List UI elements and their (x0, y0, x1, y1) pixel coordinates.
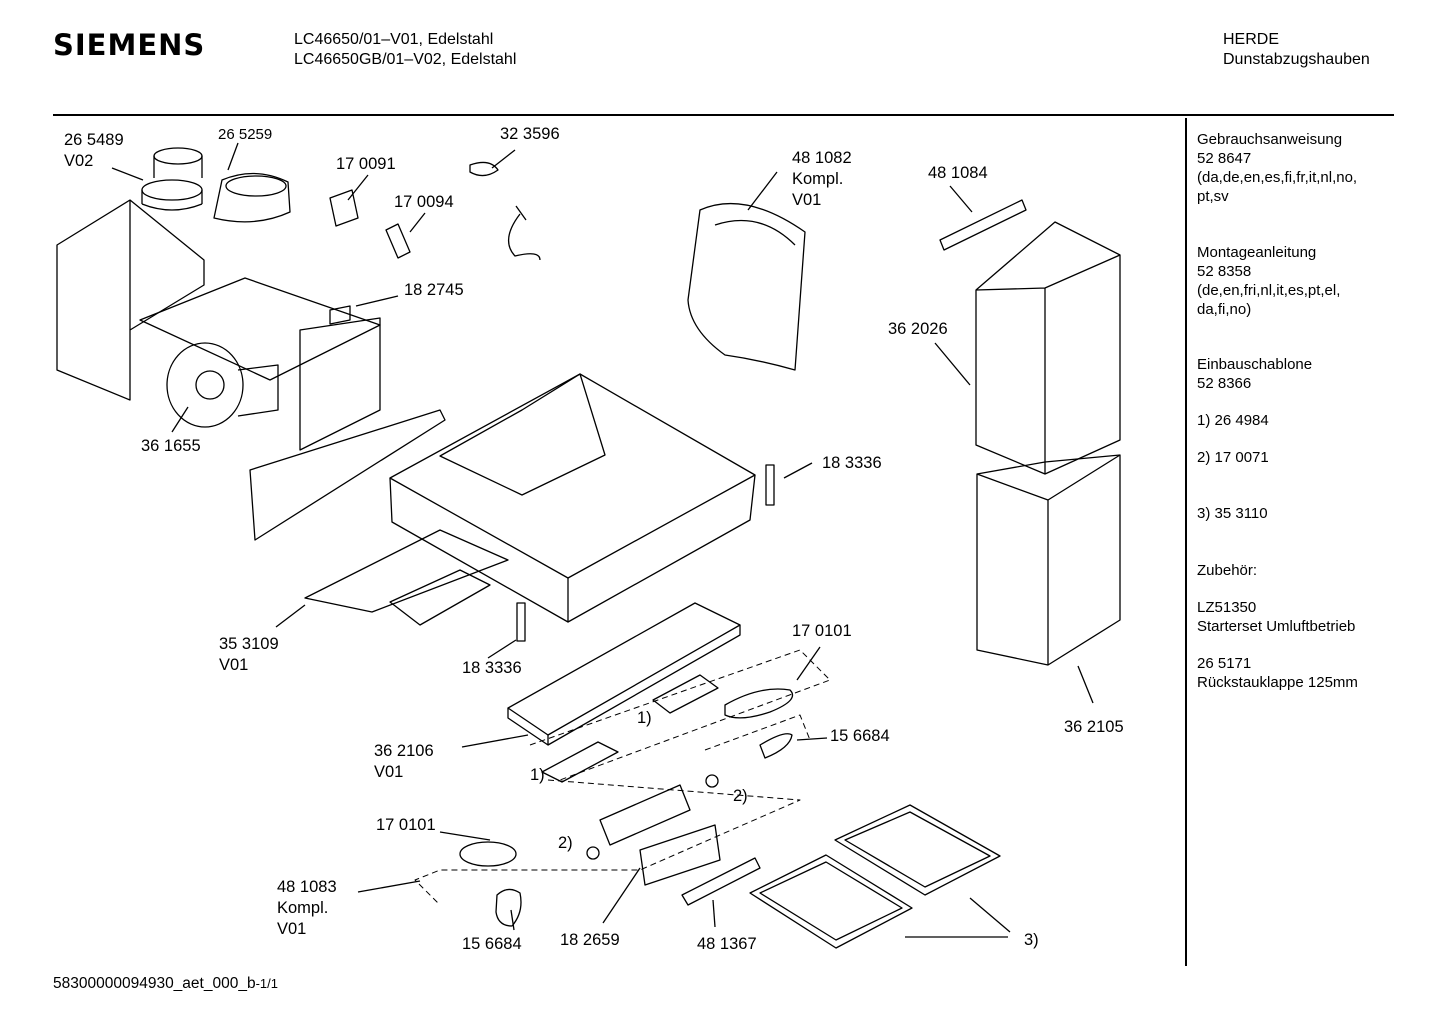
part-label: 18 2659 (560, 931, 620, 949)
category-line: HERDE (1223, 31, 1280, 48)
leader-lines (112, 143, 1093, 937)
part-label: 17 0091 (336, 155, 396, 173)
sidebar-divider (1185, 118, 1187, 966)
duct-parts (142, 148, 290, 222)
motor-housing (57, 200, 445, 540)
part-label: 2) (733, 787, 748, 805)
clip (330, 306, 350, 324)
power-cable (509, 206, 540, 260)
part-label: 32 3596 (500, 125, 560, 143)
part-label: 3) (1024, 931, 1039, 949)
filter-cartridge (386, 224, 410, 258)
part-label: 18 2745 (404, 281, 464, 299)
lamp-and-switch-parts (460, 734, 792, 926)
filter-tray (508, 603, 793, 782)
category-line: Dunstabzugshauben (1223, 51, 1370, 68)
model-line: LC46650/01–V01, Edelstahl (294, 31, 494, 48)
sidebar-entry: 1) 26 4984 (1197, 412, 1269, 429)
part-label: 36 1655 (141, 437, 201, 455)
part-label: 36 2105 (1064, 718, 1124, 736)
doc-id-text: 58300000094930_aet_000_b (53, 975, 256, 992)
sidebar-entry: 3) 35 3110 (1197, 505, 1268, 522)
cable-tie (470, 162, 498, 175)
document-id: 58300000094930_aet_000_b-1/1 (53, 975, 278, 993)
sidebar-entry: 2) 17 0071 (1197, 449, 1269, 466)
grease-filters (750, 805, 1000, 948)
part-label: 26 5259 (218, 126, 273, 143)
accessory-bag (688, 204, 805, 370)
chimney (940, 200, 1120, 665)
part-label: 15 6684 (830, 727, 890, 745)
category-block: HERDE Dunstabzugshauben (1223, 30, 1370, 70)
part-label: 17 0101 (792, 622, 852, 640)
switch-unit (330, 190, 358, 226)
part-label: 36 2026 (888, 320, 948, 338)
page-number: -1/1 (255, 976, 278, 991)
part-label: 2) (558, 834, 573, 852)
part-label: 1) (530, 766, 545, 784)
group-outlines (415, 650, 830, 905)
part-label: 15 6684 (462, 935, 522, 953)
part-label: 48 1367 (697, 935, 757, 953)
model-line: LC46650GB/01–V02, Edelstahl (294, 51, 517, 68)
header-divider (53, 114, 1394, 116)
part-label: 17 0101 (376, 816, 436, 834)
model-list: LC46650/01–V01, Edelstahl LC46650GB/01–V… (294, 30, 516, 70)
part-label: 18 3336 (462, 659, 522, 677)
sidebar-entry: Zubehör: (1197, 562, 1258, 579)
hood-body (305, 374, 774, 641)
part-label: 48 1084 (928, 164, 988, 182)
part-label: 17 0094 (394, 193, 454, 211)
part-label: 18 3336 (822, 454, 882, 472)
siemens-logo: SIEMENS (53, 28, 206, 62)
part-label: 1) (637, 709, 652, 727)
